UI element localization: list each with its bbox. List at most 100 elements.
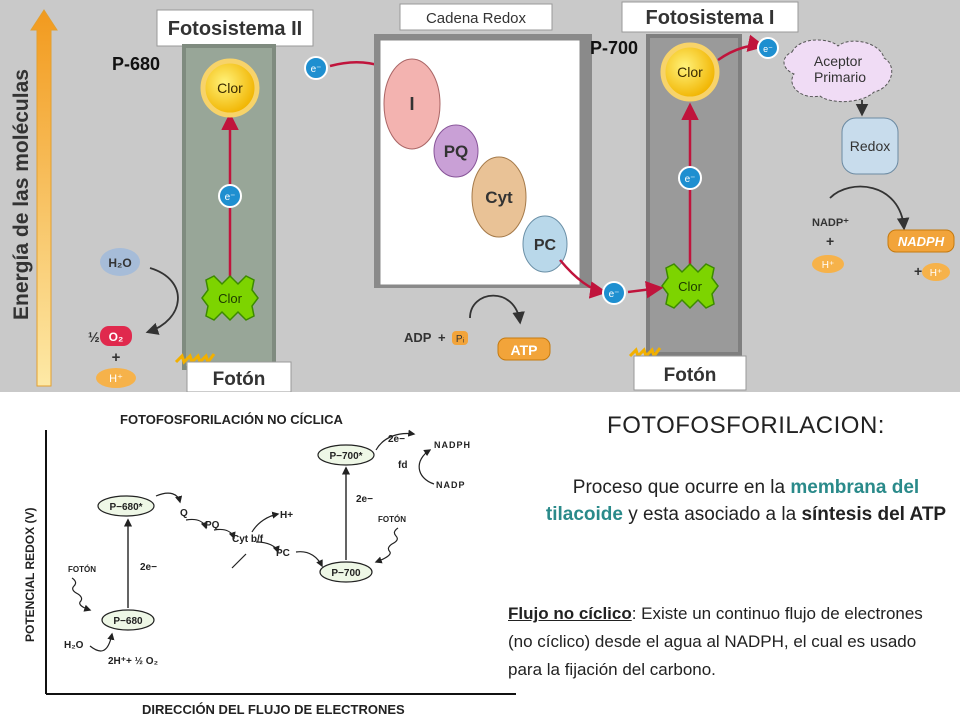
svg-text:+: + — [826, 233, 834, 249]
photon-box-ps2 — [186, 361, 292, 392]
chlor-label: Clor — [217, 80, 243, 96]
primary-acceptor-cloud — [783, 39, 893, 102]
ps1-title-box — [621, 1, 799, 33]
electron-icon — [218, 184, 242, 208]
svg-text:P−700: P−700 — [331, 568, 361, 579]
electron-icon — [304, 56, 328, 80]
redox-title: Cadena Redox — [426, 10, 527, 27]
ps2-title-box — [156, 9, 314, 47]
nadp-label: NADP — [436, 480, 466, 490]
p700-excited-node — [317, 444, 375, 466]
redox-box — [841, 117, 899, 175]
svg-text:2e−: 2e− — [388, 434, 405, 445]
svg-text:Cyt: Cyt — [485, 188, 513, 207]
nadph-formation: Aceptor Primario Redox NADP⁺ + H⁺ NADPH … — [783, 39, 955, 281]
description: Proceso que ocurre en la membrana del ti… — [545, 477, 947, 525]
svg-text:H⁺: H⁺ — [822, 260, 835, 271]
proton-icon — [812, 255, 844, 273]
svg-text:+: + — [112, 349, 121, 366]
ps2-title: Fotosistema II — [168, 18, 302, 40]
svg-text:H⁺: H⁺ — [930, 268, 943, 279]
oxygen-molecule-icon — [100, 326, 132, 346]
p680-node — [101, 609, 155, 631]
svg-text:Clor: Clor — [677, 64, 703, 80]
non-cyclic-flow-note: Flujo no cíclico: Existe un continuo flu… — [508, 600, 952, 684]
svg-text:P−680: P−680 — [113, 616, 143, 627]
cytochrome-label: Cyt b/f — [232, 534, 264, 545]
chlorophyll-p700-ground — [661, 262, 719, 310]
energy-axis-label: Energía de las moléculas — [10, 69, 33, 320]
svg-text:Pᵢ: Pᵢ — [456, 334, 465, 345]
proton-icon — [922, 263, 950, 281]
svg-text:P−680*: P−680* — [109, 502, 142, 513]
highlight-membrana: membrana del tilacoide — [545, 477, 920, 525]
electron-icon — [602, 281, 626, 305]
chlorophyll-p700-excited — [660, 42, 720, 102]
electron-icon — [678, 166, 702, 190]
svg-text:Clor: Clor — [218, 291, 243, 306]
water-label: H₂O — [108, 256, 131, 270]
svg-text:Aceptor: Aceptor — [814, 53, 863, 69]
quinone-label: Q — [180, 508, 188, 519]
highlight-atp: síntesis del ATP — [801, 504, 947, 525]
nadph-label: NADPH — [898, 234, 945, 249]
photon-label-ps1: Fotón — [664, 365, 717, 386]
atp-label: ATP — [511, 342, 538, 358]
photon-label-2: FOTÓN — [378, 515, 406, 524]
svg-text:½: ½ — [88, 329, 100, 345]
svg-text:PQ: PQ — [444, 142, 469, 161]
svg-text:Clor: Clor — [678, 279, 703, 294]
svg-text:e⁻: e⁻ — [763, 44, 773, 54]
svg-text:I: I — [409, 94, 414, 114]
svg-text:2e−: 2e− — [140, 562, 157, 573]
p700-label: P-700 — [590, 38, 638, 58]
photon-wave-icon — [174, 353, 216, 366]
atp-badge — [497, 337, 551, 361]
ps1-title: Fotosistema I — [646, 7, 775, 29]
svg-text:+: + — [438, 330, 446, 345]
photon-label-1: FOTÓN — [68, 565, 96, 574]
nadp-label: NADP⁺ — [812, 217, 849, 229]
photon-wave-icon — [374, 527, 399, 564]
svg-text:H⁺: H⁺ — [109, 373, 123, 385]
water-splitting: H₂O ½ O₂ + H⁺ — [88, 248, 179, 388]
redox-chain: Cadena Redox I PQ Cyt PC — [374, 3, 608, 299]
x-axis-label: DIRECCIÓN DEL FLUJO DE ELECTRONES — [142, 702, 405, 717]
p680-label: P-680 — [112, 54, 160, 74]
flow-body: : Existe un continuo flujo de electrones… — [508, 604, 923, 679]
ferredoxin-label: fd — [398, 460, 407, 471]
plastocyanin-label: PC — [276, 548, 290, 559]
redox-title-box — [399, 3, 553, 31]
atp-synthesis: ADP + Pᵢ ATP — [404, 294, 551, 361]
water-products: 2H⁺+ ½ O₂ — [108, 656, 158, 667]
phosphate-icon — [452, 331, 468, 345]
svg-text:Redox: Redox — [850, 138, 890, 154]
chlorophyll-p680-excited — [200, 58, 260, 118]
cytochrome — [471, 156, 527, 238]
light-reactions-diagram: Energía de las moléculas Fotosistema II … — [0, 0, 960, 392]
electron-icon — [757, 37, 779, 59]
photon-wave-icon — [628, 347, 662, 360]
photosystem-i: Fotosistema I P-700 Clor e⁻ Clor e⁻ Fotó… — [590, 1, 799, 391]
proton-label: H+ — [280, 510, 293, 521]
flow-title: Flujo no cíclico — [508, 604, 632, 623]
page-title: FOTOFOSFORILACION: — [607, 412, 885, 439]
svg-text:e⁻: e⁻ — [311, 64, 322, 75]
svg-text:Primario: Primario — [814, 69, 866, 85]
z-scheme-title: FOTOFOSFORILACIÓN NO CÍCLICA — [120, 412, 344, 427]
nadph-label: NADPH — [434, 440, 471, 450]
chlorophyll-p680-ground — [201, 274, 259, 322]
plastocyanin — [522, 215, 568, 273]
svg-text:e⁻: e⁻ — [609, 289, 620, 300]
proton-icon — [96, 368, 136, 388]
svg-text:+: + — [914, 263, 922, 279]
photon-wave-icon — [71, 577, 92, 612]
complex-i — [383, 58, 441, 150]
z-scheme-diagram: FOTOFOSFORILACIÓN NO CÍCLICA POTENCIAL R… — [0, 392, 520, 720]
svg-text:O₂: O₂ — [109, 330, 124, 344]
svg-text:P−700*: P−700* — [329, 451, 362, 462]
adp-label: ADP — [404, 330, 432, 345]
photosystem-ii: Fotosistema II P-680 Clor e⁻ Clor Fotón — [112, 9, 314, 392]
photon-box-ps1 — [633, 355, 747, 391]
photon-label-ps2: Fotón — [213, 369, 266, 390]
